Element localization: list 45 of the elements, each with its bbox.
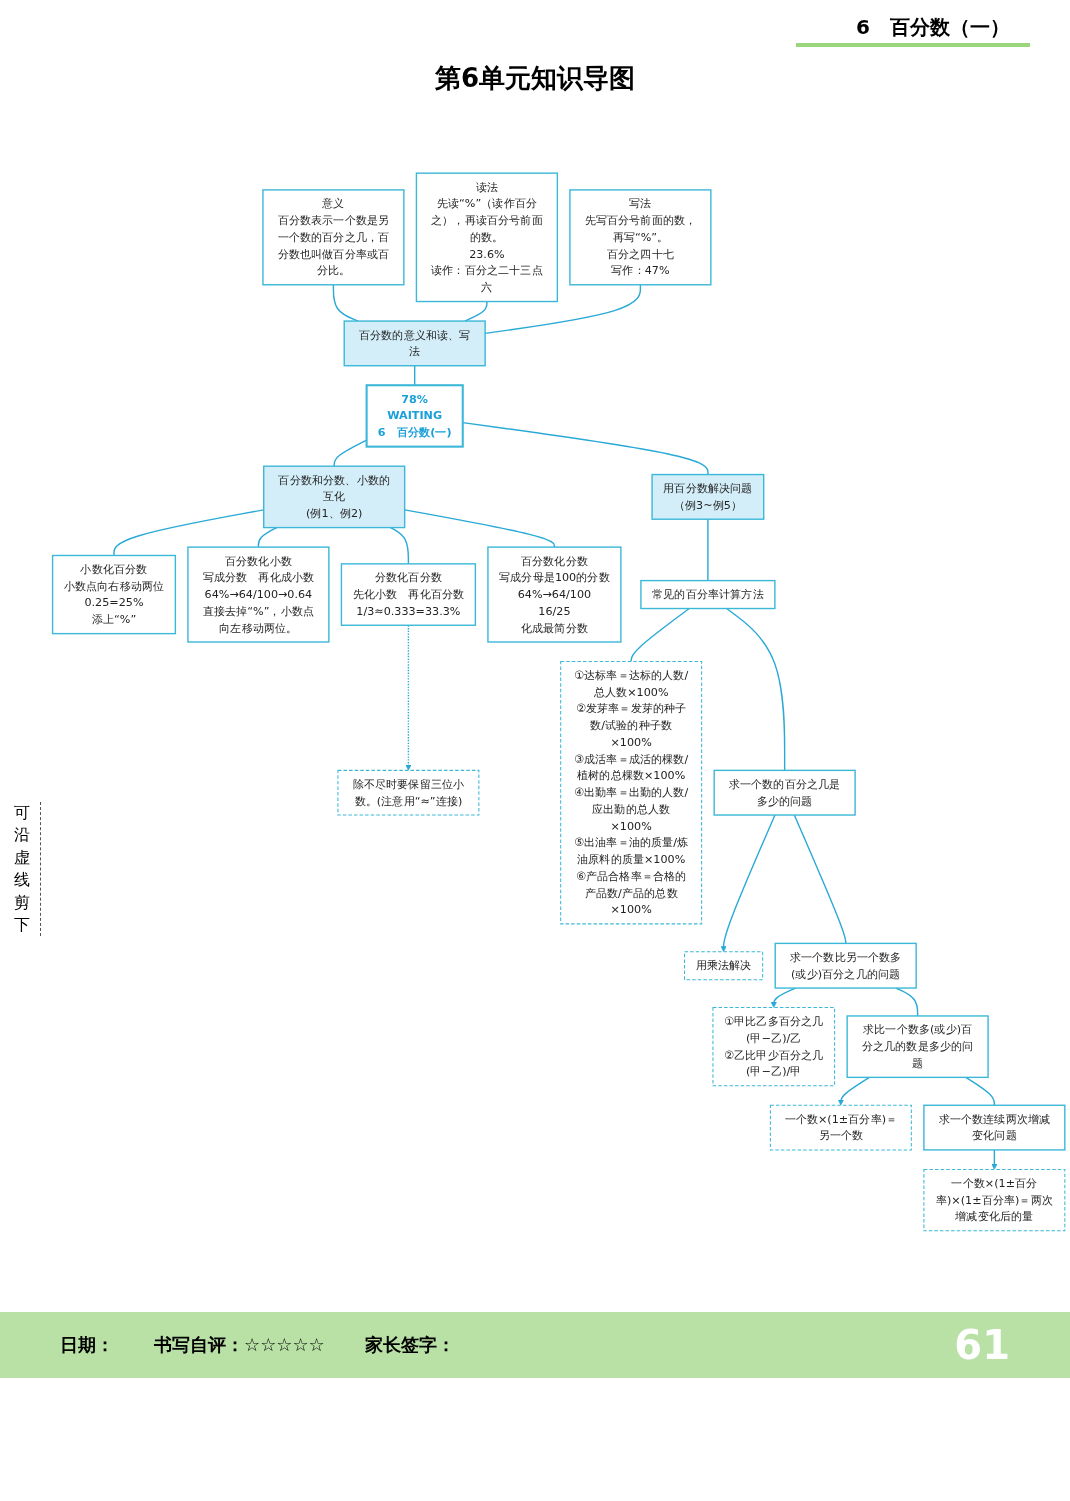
arrow xyxy=(770,987,796,1008)
node-box: 小数化百分数 小数点向右移动两位 0.25=25% 添上“%” xyxy=(51,554,176,635)
node-box: 一个数×(1±百分率)×(1±百分率)＝两次增减变化后的量 xyxy=(922,1168,1065,1232)
page-number: 61 xyxy=(954,1322,1010,1368)
node-box: 百分数和分数、小数的互化 (例1、例2) xyxy=(262,465,405,529)
node-box: 写法 先写百分号前面的数，再写“%”。 百分之四十七 写作：47% xyxy=(568,189,712,286)
connector xyxy=(964,1076,995,1106)
node-box: 意义 百分数表示一个数是另一个数的百分之几，百分数也叫做百分率或百分比。 xyxy=(261,189,405,286)
node-box: 求一个数的百分之几是多少的问题 xyxy=(713,769,856,816)
page-title: 第6单元知识导图 xyxy=(433,62,637,95)
cut-note: 可沿虚线剪下 xyxy=(14,802,41,937)
node-box: 读法 先读“%”（读作百分之），再读百分号前面的数。 23.6% 读作：百分之二十三点六 xyxy=(415,172,558,303)
arrow xyxy=(720,814,776,953)
self-rating-label: 书写自评：☆☆☆☆☆ xyxy=(154,1333,325,1357)
connector xyxy=(725,607,785,772)
connector xyxy=(389,526,409,565)
node-box: 求一个数连续两次增减变化问题 xyxy=(922,1104,1066,1151)
connector xyxy=(706,518,709,582)
connector xyxy=(112,509,264,557)
chapter-heading: 6 百分数（一） xyxy=(796,14,1030,47)
node-box: 用乘法解决 xyxy=(683,951,763,981)
date-label: 日期： xyxy=(60,1333,114,1357)
node-box: 求一个数比另一个数多(或少)百分之几的问题 xyxy=(774,942,917,989)
connector xyxy=(484,284,641,335)
signature-label: 家长签字： xyxy=(364,1333,455,1357)
node-box: 78% WAITING 6 百分数(一) xyxy=(365,384,464,448)
arrow xyxy=(837,1076,870,1106)
node-box: 除不尽时要保留三位小数。(注意用“≈”连接) xyxy=(337,769,479,816)
node-box: 分数化百分数 先化小数 再化百分数 1/3≈0.333=33.3% xyxy=(340,563,476,626)
node-box: 百分数的意义和读、写法 xyxy=(343,320,486,367)
connector xyxy=(793,814,846,945)
arrow xyxy=(990,1149,997,1170)
node-box: ①达标率＝达标的人数/总人数×100% ②发芽率＝发芽的种子数/试验的种子数×100% ③成活率＝成活的棵数/植树的总棵数×100% ④出勤率＝出勤的人数/应出勤的总人数×100% ⑤出油率＝油的质量/炼油原料的质量×100% ⑥产品合格率＝合格的产品数/产品的总数×100% xyxy=(559,661,702,925)
node-box: ①甲比乙多百分之几 (甲−乙)/乙 ②乙比甲少百分之几 (甲−乙)/甲 xyxy=(712,1007,835,1087)
node-box: 百分数化小数 写成分数 再化成小数 64%→64/100→0.64 直接去掉“%”，小数点向左移动两位。 xyxy=(186,546,330,643)
node-box: 常见的百分率计算方法 xyxy=(639,579,776,610)
connector xyxy=(332,284,359,322)
connector xyxy=(630,607,690,663)
node-box: 用百分数解决问题 （例3~例5） xyxy=(650,473,764,520)
node-box: 求比一个数多(或少)百分之几的数是多少的问题 xyxy=(846,1015,989,1079)
connector xyxy=(257,526,277,548)
connector xyxy=(333,439,367,467)
connector xyxy=(413,365,415,386)
node-box: 百分数化分数 写成分母是100的分数 64%→64/100 16/25 化成最简分数 xyxy=(486,546,622,643)
node-box: 一个数×(1±百分率)＝另一个数 xyxy=(769,1104,912,1151)
